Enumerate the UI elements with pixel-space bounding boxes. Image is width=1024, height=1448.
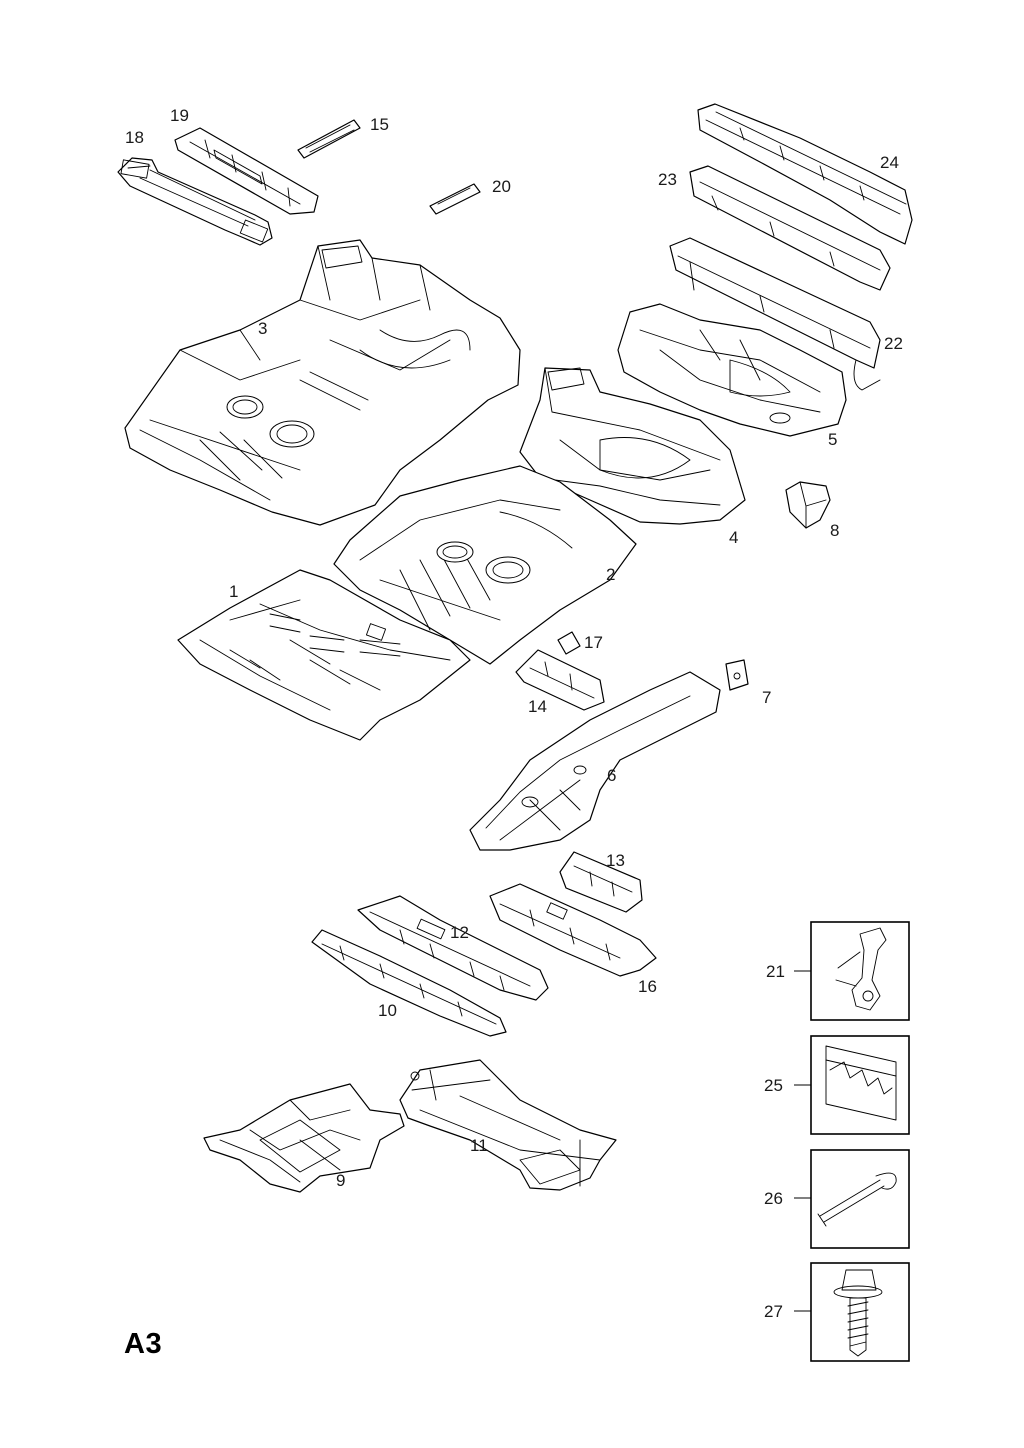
callout-19: 19 bbox=[170, 106, 189, 125]
callout-12: 12 bbox=[450, 923, 469, 942]
callout-18: 18 bbox=[125, 128, 144, 147]
part-20-bracket bbox=[429, 183, 481, 215]
part-4-floor-section bbox=[519, 367, 746, 525]
part-8-bracket bbox=[785, 481, 831, 529]
part-16-crossmember bbox=[489, 883, 657, 977]
part-6-side-member bbox=[469, 671, 721, 851]
callout-22: 22 bbox=[884, 334, 903, 353]
part-7-bracket bbox=[725, 659, 749, 691]
callout-13: 13 bbox=[606, 851, 625, 870]
callout-6: 6 bbox=[607, 766, 616, 785]
callout-24: 24 bbox=[880, 153, 899, 172]
callout-23: 23 bbox=[658, 170, 677, 189]
part-24-bumper-beam bbox=[697, 103, 913, 245]
part-9-subframe bbox=[203, 1083, 405, 1193]
inset-21-spring-clip bbox=[810, 921, 910, 1021]
part-3-floor-assembly bbox=[124, 239, 521, 526]
part-23-bumper-reinforcement bbox=[689, 165, 891, 291]
part-17-clip bbox=[557, 631, 581, 655]
part-12-rail bbox=[357, 895, 549, 1001]
part-10-sill bbox=[311, 929, 507, 1037]
callout-21: 21 bbox=[766, 962, 785, 981]
callout-27: 27 bbox=[764, 1302, 783, 1321]
inset-25-serrated-strip bbox=[810, 1035, 910, 1135]
callout-9: 9 bbox=[336, 1171, 345, 1190]
callout-25: 25 bbox=[764, 1076, 783, 1095]
part-22-rear-beam bbox=[669, 237, 881, 391]
callout-16: 16 bbox=[638, 977, 657, 996]
part-14-reinforcement bbox=[515, 649, 605, 711]
callout-14: 14 bbox=[528, 697, 547, 716]
callout-26: 26 bbox=[764, 1189, 783, 1208]
inset-26-hook-pin bbox=[810, 1149, 910, 1249]
inset-27-flange-bolt bbox=[810, 1262, 910, 1362]
callout-10: 10 bbox=[378, 1001, 397, 1020]
part-15-bracket bbox=[297, 119, 361, 159]
part-2-floor-panel bbox=[333, 465, 637, 665]
part-11-frame-assembly bbox=[399, 1059, 617, 1191]
callout-11: 11 bbox=[470, 1136, 488, 1155]
callout-20: 20 bbox=[492, 177, 511, 196]
callout-5: 5 bbox=[828, 430, 837, 449]
page-label: A3 bbox=[124, 1328, 163, 1360]
part-1-front-floor bbox=[177, 569, 471, 741]
part-19-panel bbox=[174, 127, 319, 215]
part-18-crossmember bbox=[117, 157, 273, 246]
callout-17: 17 bbox=[584, 633, 603, 652]
callout-7: 7 bbox=[762, 688, 771, 707]
callout-2: 2 bbox=[606, 565, 615, 584]
callout-4: 4 bbox=[729, 528, 738, 547]
part-13-bracket bbox=[559, 851, 643, 913]
callout-15: 15 bbox=[370, 115, 389, 134]
callout-3: 3 bbox=[258, 319, 267, 338]
callout-8: 8 bbox=[830, 521, 839, 540]
part-5-rear-panel bbox=[617, 303, 847, 437]
callout-1: 1 bbox=[229, 582, 238, 601]
